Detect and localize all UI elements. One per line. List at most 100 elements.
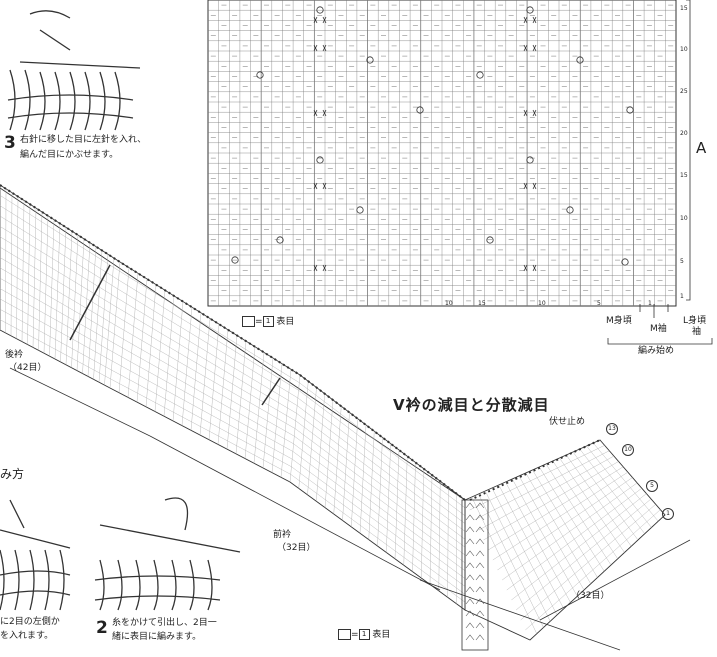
band-row (0, 246, 466, 548)
band-row (0, 205, 466, 516)
decrease-mark (523, 109, 537, 117)
chart-a-grid (207, 0, 713, 345)
band-row (0, 298, 466, 587)
decrease-mark (313, 44, 327, 52)
bind-off-label: 伏せ止め (549, 417, 586, 427)
row-number: 1 (680, 293, 684, 300)
decrease-mark (465, 502, 485, 509)
legend-text: 表目 (372, 630, 391, 640)
yarn-over-mark (621, 258, 629, 266)
band-row (0, 236, 466, 540)
start-m-body: M身頃 (606, 316, 632, 326)
band-row (497, 477, 633, 571)
decrease-mark (465, 634, 485, 641)
circled-row: 1 (662, 508, 674, 520)
front-neck-count: （32目） (277, 543, 316, 553)
start-arrows (639, 304, 669, 318)
bind-off-edge (0, 184, 466, 501)
row-number: 10 (680, 215, 688, 222)
back-neck-band (0, 184, 466, 611)
yarn-over-mark (526, 6, 534, 14)
yarn-over-mark (316, 156, 324, 164)
step3-number: 3 (4, 133, 16, 153)
band-row (0, 267, 466, 564)
step2-number: 2 (96, 618, 108, 638)
col-number: 10 (445, 300, 453, 307)
step2-line1: 糸をかけて引出し、2目一 (112, 618, 217, 628)
decrease-mark (313, 182, 327, 190)
row-number: 25 (680, 88, 688, 95)
decrease-mark (313, 16, 327, 24)
chart-a-label: A (696, 139, 707, 157)
legend-empty-symbol (338, 629, 351, 640)
decrease-mark (523, 182, 537, 190)
col-number: 10 (538, 300, 546, 307)
circled-row: 5 (646, 480, 658, 492)
yarn-over-mark (231, 256, 239, 264)
circled-row: 10 (622, 444, 634, 456)
band-row (0, 226, 466, 532)
decrease-mark (523, 16, 537, 24)
front-neck-label: 前衿 (273, 530, 292, 540)
yarn-over-mark (486, 236, 494, 244)
seam-marker (69, 264, 111, 341)
yarn-over-mark (476, 71, 484, 79)
v-neck-title: V衿の減目と分散減目 (393, 396, 550, 414)
band-row (0, 278, 466, 571)
row-number: 15 (680, 172, 688, 179)
bind-off-edge (469, 439, 601, 501)
legend-top: =1 表目 (242, 316, 294, 328)
band-row (478, 455, 615, 531)
yarn-over-mark (366, 56, 374, 64)
band-row (515, 498, 652, 611)
col-number: 15 (478, 300, 486, 307)
band-row (0, 288, 466, 579)
legend-empty-symbol (242, 316, 255, 327)
decrease-mark (465, 574, 485, 581)
start-label: 編み始め (638, 346, 675, 356)
legend-num-symbol: 1 (262, 316, 274, 327)
band-row (488, 466, 624, 551)
decrease-mark (313, 264, 327, 272)
needle-illustration-step2 (94, 497, 241, 611)
band-row (502, 482, 638, 581)
decrease-mark (465, 586, 485, 593)
band-row (0, 309, 466, 595)
dimension-line (9, 367, 151, 437)
yarn-over-mark (626, 106, 634, 114)
decrease-mark (313, 109, 327, 117)
band-row (0, 215, 466, 524)
band-row (0, 195, 466, 509)
seam-marker (261, 377, 281, 406)
decrease-mark (523, 44, 537, 52)
yarn-over-mark (526, 156, 534, 164)
band-row (474, 450, 610, 521)
back-neck-count: （42目） (8, 363, 47, 373)
row-number: 10 (680, 46, 688, 53)
needle-illustration-left (0, 499, 71, 611)
circled-row: 13 (606, 423, 618, 435)
dimension-line (419, 579, 621, 651)
band-row (469, 445, 605, 511)
step3-line2: 編んだ目にかぶせます。 (20, 150, 119, 160)
band-row (0, 319, 466, 603)
step-left-line1: に2目の左側か (0, 617, 60, 627)
decrease-mark (465, 610, 485, 617)
yarn-over-mark (356, 206, 364, 214)
yarn-over-mark (566, 206, 574, 214)
start-l-body: L身頃 (683, 316, 707, 326)
diagram-misc-lines (9, 367, 691, 651)
yarn-over-mark (256, 71, 264, 79)
dimension-line (539, 539, 691, 621)
legend-eq: = (255, 317, 263, 327)
band-row (0, 257, 466, 556)
band-row (511, 493, 647, 601)
col-number: 5 (597, 300, 601, 307)
center-column (461, 499, 489, 651)
yarn-over-mark (276, 236, 284, 244)
front-neck-band (461, 439, 666, 651)
decrease-mark (465, 514, 485, 521)
decrease-mark (523, 264, 537, 272)
col-number: 1 (648, 300, 652, 307)
